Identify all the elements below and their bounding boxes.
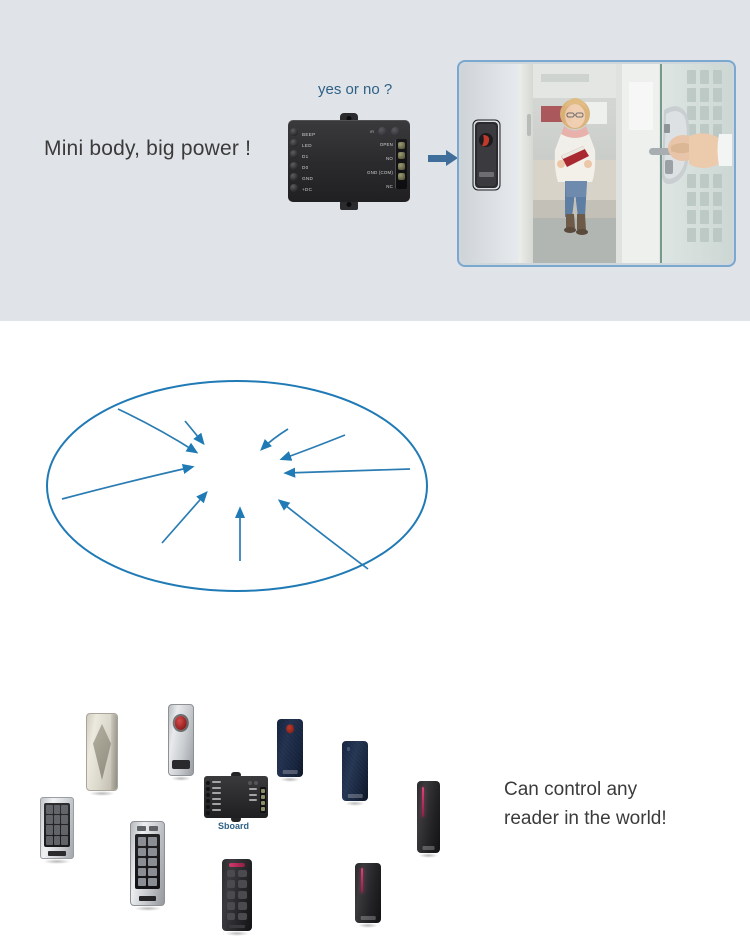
terminal-label: NO xyxy=(386,156,393,161)
terminal-label: +DC xyxy=(302,187,313,192)
terminal-label: OPEN xyxy=(379,142,393,147)
door-lock-plate xyxy=(662,106,690,185)
terminal-label: BEEP xyxy=(302,132,316,137)
device-black-strip-reader-lower xyxy=(355,863,381,928)
hub-left-labels xyxy=(212,781,221,815)
board-mount-tab-top xyxy=(340,113,358,124)
board-left-terminal-labels: BEEP LED D1 D0 GND +DC xyxy=(302,129,315,195)
board-body: BEEP LED D1 D0 GND +DC IR OPEN NO GND (C… xyxy=(288,120,410,202)
controller-board-image: BEEP LED D1 D0 GND +DC IR OPEN NO GND (C… xyxy=(288,113,410,210)
ir-label: IR xyxy=(370,129,374,134)
terminal-label: GND xyxy=(302,176,314,181)
terminal-label: GND (COM) xyxy=(367,170,393,175)
hub-terminal-strip xyxy=(260,787,266,813)
board-ir-section: IR xyxy=(370,127,400,136)
hub-label: Sboard xyxy=(218,821,250,831)
top-promo-panel: Mini body, big power ! yes or no ? BEEP … xyxy=(0,0,750,321)
arrow-right-icon xyxy=(428,150,458,166)
device-navy-logo-reader xyxy=(277,719,303,782)
caption-line-1: Can control any xyxy=(504,779,638,800)
terminal-label: LED xyxy=(302,143,312,148)
board-left-screws xyxy=(290,128,300,194)
device-black-strip-reader-right xyxy=(417,781,440,858)
board-mount-tab-bottom xyxy=(340,199,358,210)
connection-diagram xyxy=(46,380,428,592)
terminal-label: D1 xyxy=(302,154,309,159)
page-title: Mini body, big power ! xyxy=(44,137,252,160)
bottom-diagram-panel: Sboard xyxy=(0,321,750,936)
diagram-caption: Can control any reader in the world! xyxy=(504,776,744,833)
device-metal-keypad-reader xyxy=(130,821,165,911)
device-fingerprint-reader xyxy=(168,704,194,781)
hub-board-body xyxy=(204,776,268,818)
door-photo-illustration xyxy=(461,64,732,263)
spoke-arrows xyxy=(61,408,411,570)
board-right-terminal-labels: OPEN NO GND (COM) NC xyxy=(367,141,393,197)
wall-reader xyxy=(472,119,501,191)
ring-path xyxy=(46,380,428,592)
device-black-keypad-reader xyxy=(222,859,252,936)
device-navy-slim-reader xyxy=(342,741,368,806)
device-diamond-panel-reader xyxy=(86,713,118,796)
door-photo xyxy=(461,64,732,263)
hub-indicator-dots xyxy=(248,781,258,785)
question-label: yes or no ? xyxy=(318,81,393,98)
board-screw-terminal-strip xyxy=(395,139,407,189)
hub-screws xyxy=(206,781,210,817)
caption-line-2: reader in the world! xyxy=(504,807,667,829)
hub-right-labels xyxy=(249,788,257,805)
door-photo-frame xyxy=(457,60,736,267)
button-icon xyxy=(391,127,400,136)
hand-on-handle xyxy=(649,133,732,168)
ir-sensor-icon xyxy=(378,127,387,136)
terminal-label: NC xyxy=(386,184,393,189)
hub-controller-sboard xyxy=(204,772,268,822)
terminal-label: D0 xyxy=(302,165,309,170)
device-silver-keypad-reader xyxy=(40,797,74,864)
